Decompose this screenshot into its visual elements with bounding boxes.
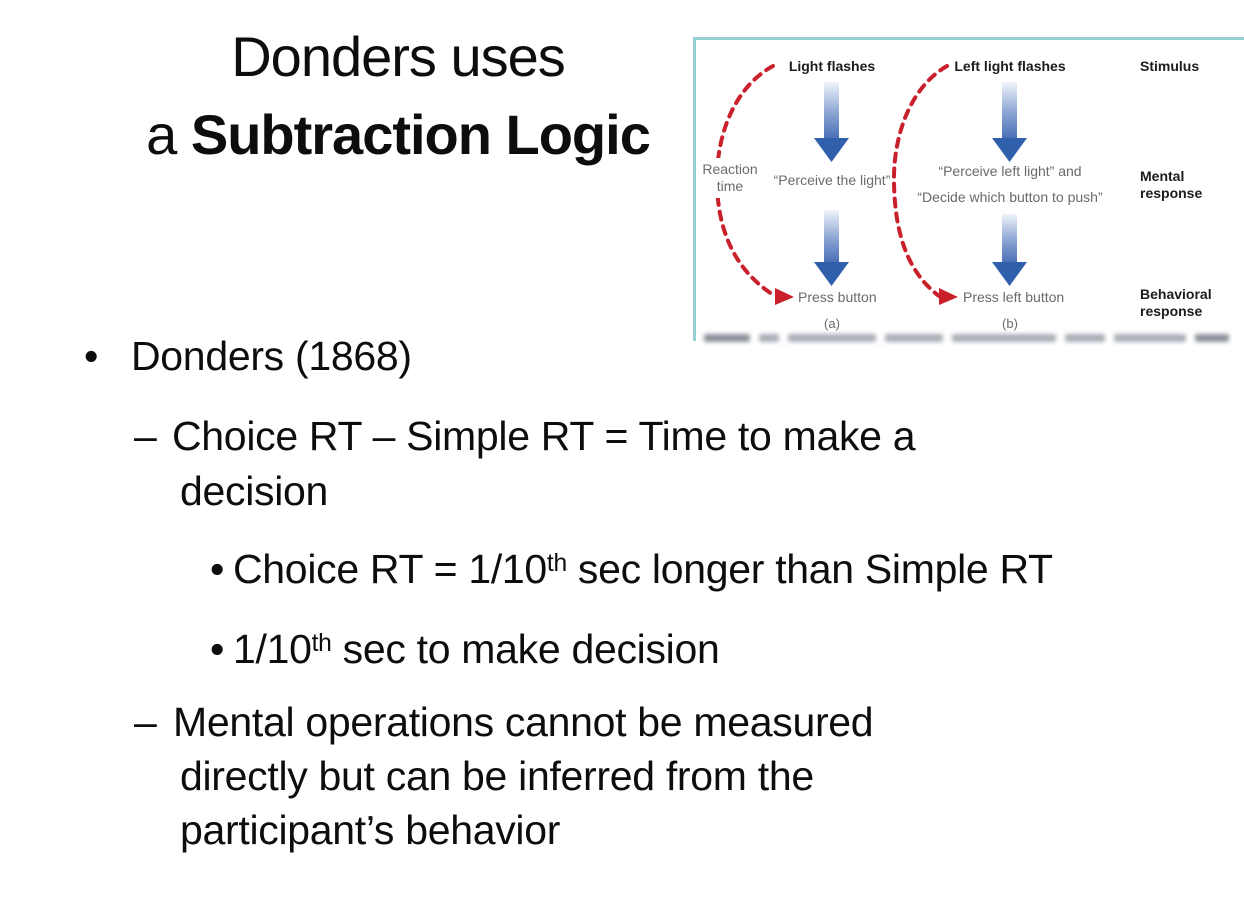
reaction-time-diagram: Reaction time Light flashes “Perceive th… xyxy=(693,37,1244,343)
label-backing xyxy=(700,158,760,198)
reaction-time-label-line1: Reaction xyxy=(702,161,757,177)
row-label-mental-line1: Mental xyxy=(1140,168,1184,184)
down-arrow-icon xyxy=(1002,214,1017,262)
row-label-stimulus: Stimulus xyxy=(1140,58,1199,74)
text-segment: Choice RT = 1/10 xyxy=(233,546,547,592)
panel-a-caption: (a) xyxy=(824,316,840,331)
reaction-time-arrow-icon xyxy=(891,64,949,298)
bullet-text-mental-ops-wrap1: directly but can be inferred from the xyxy=(180,753,814,799)
bullet-text-choice-equation-wrap: decision xyxy=(180,468,329,514)
bullet-icon: • xyxy=(84,333,99,379)
reaction-time-arrowhead-icon xyxy=(939,288,958,305)
title-line-1: Donders uses xyxy=(231,25,566,88)
down-arrowhead-icon xyxy=(992,138,1027,162)
mental-a-label: “Perceive the light” xyxy=(774,172,891,188)
row-label-behavioral-line2: response xyxy=(1140,303,1202,319)
behavior-a-label: Press button xyxy=(798,289,877,305)
down-arrowhead-icon xyxy=(814,138,849,162)
slide-title: Donders uses a Subtraction Logic xyxy=(48,18,748,174)
bullet-text-donders: Donders (1868) xyxy=(131,333,412,379)
reaction-time-diagram-canvas: Reaction time Light flashes “Perceive th… xyxy=(700,58,1212,331)
bullet-icon: • xyxy=(210,546,225,592)
bullet-text-choice-equation: Choice RT – Simple RT = Time to make a xyxy=(172,413,916,459)
dash-bullet-icon: – xyxy=(134,699,157,745)
behavior-b-label: Press left button xyxy=(963,289,1064,305)
text-segment: 1/10 xyxy=(233,626,312,672)
bullet-icon: • xyxy=(210,626,225,672)
bullet-text-tenth-sec: 1/10th sec to make decision xyxy=(233,626,720,679)
down-arrowhead-icon xyxy=(992,262,1027,286)
stimulus-a-label: Light flashes xyxy=(789,58,876,74)
row-label-behavioral-line1: Behavioral xyxy=(1140,286,1212,302)
reaction-time-arrowhead-icon xyxy=(775,288,794,305)
bullet-text-mental-ops: Mental operations cannot be measured xyxy=(173,699,874,745)
down-arrow-icon xyxy=(824,82,839,138)
down-arrow-icon xyxy=(824,210,839,262)
dash-bullet-icon: – xyxy=(134,413,157,459)
mental-b-label-line1: “Perceive left light” and xyxy=(938,163,1081,179)
mental-b-label-line2: “Decide which button to push” xyxy=(917,189,1103,205)
down-arrowhead-icon xyxy=(814,262,849,286)
row-label-mental-line2: response xyxy=(1140,185,1202,201)
cut-off-caption xyxy=(704,333,1229,343)
bullet-text-mental-ops-wrap2: participant’s behavior xyxy=(180,807,561,853)
panel-b-caption: (b) xyxy=(1002,316,1018,331)
title-line-2: a Subtraction Logic xyxy=(48,96,748,174)
down-arrow-icon xyxy=(1002,82,1017,138)
superscript-th: th xyxy=(546,549,567,577)
text-segment: sec to make decision xyxy=(331,626,720,672)
stimulus-b-label: Left light flashes xyxy=(954,58,1065,74)
title-line-2-prefix: a xyxy=(146,103,191,166)
superscript-th: th xyxy=(311,629,332,657)
reaction-time-label-line2: time xyxy=(717,178,744,194)
text-segment: sec longer than Simple RT xyxy=(566,546,1053,592)
title-line-2-bold: Subtraction Logic xyxy=(190,103,651,166)
bullet-text-choice-longer: Choice RT = 1/10th sec longer than Simpl… xyxy=(233,546,1053,599)
